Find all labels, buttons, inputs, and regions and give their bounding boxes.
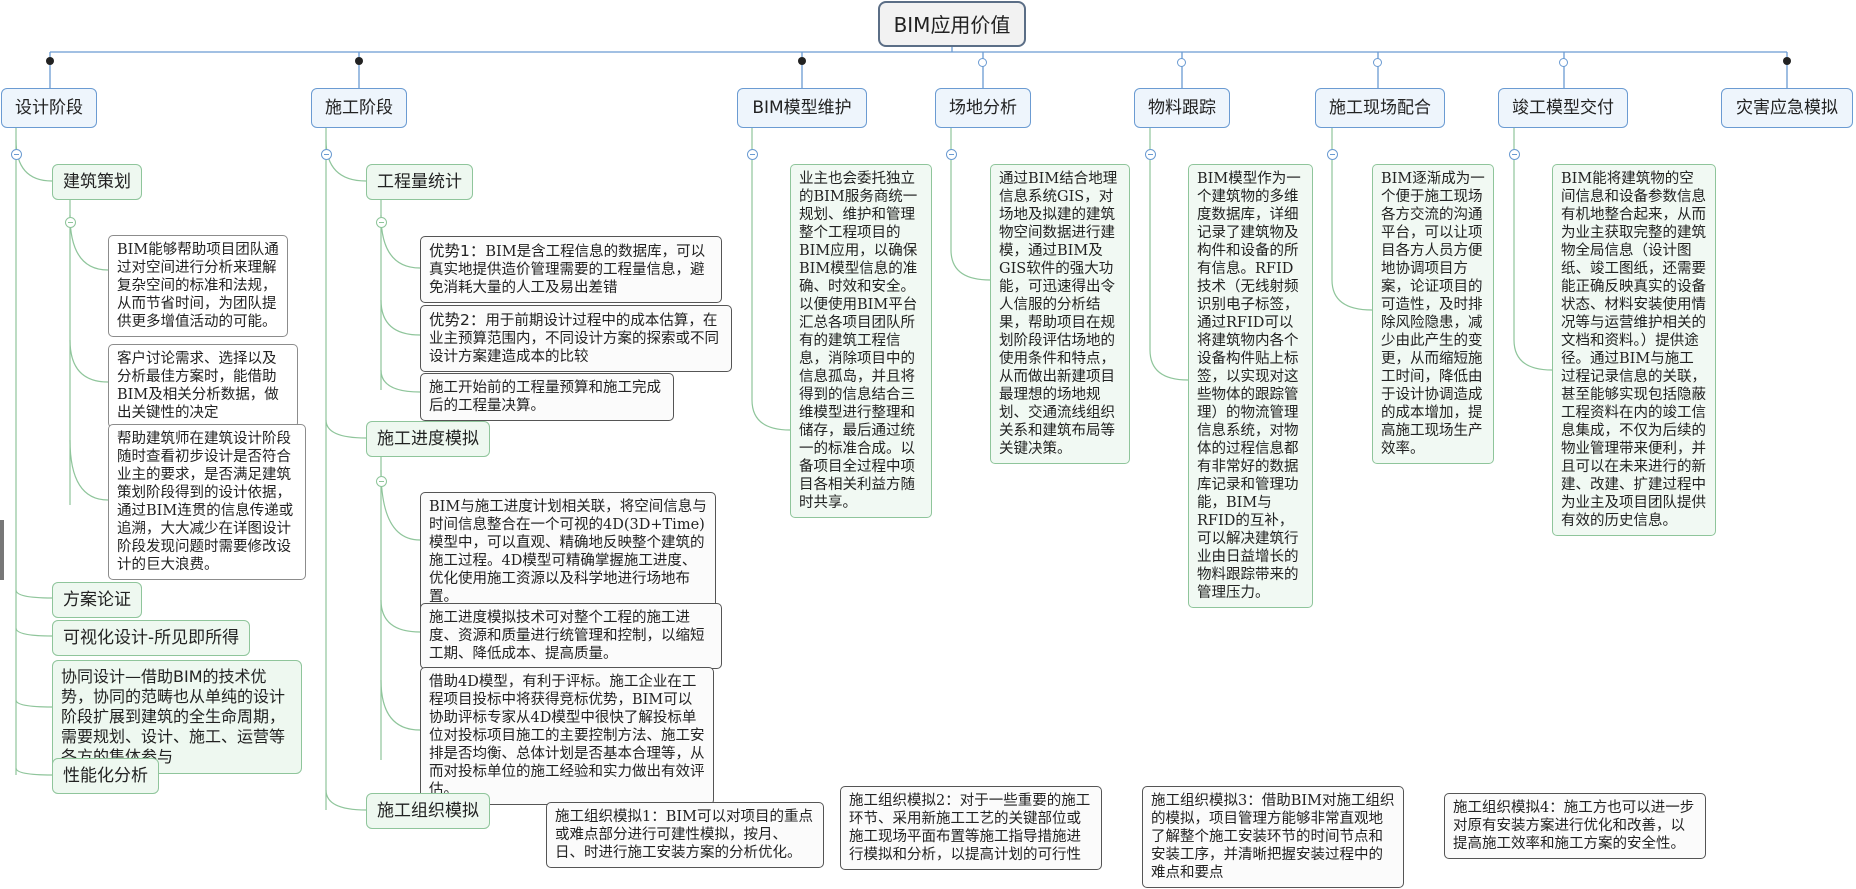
topic-organization[interactable]: 施工组织模拟 xyxy=(366,793,490,829)
schedule-note-2: 施工进度模拟技术可对整个工程的施工进度、资源和质量进行统管理和控制，以缩短工期、… xyxy=(420,603,722,669)
model-maintenance-note: 业主也会委托独立的BIM服务商统一规划、维护和管理整个工程项目的BIM应用，以确… xyxy=(790,164,932,518)
quantity-advantage-2: 优势2：用于前期设计过程中的成本估算，在业主预算范围内，不同设计方案的探索或不同… xyxy=(420,305,732,372)
junction-dot xyxy=(355,57,363,65)
collapse-toggle-icon[interactable] xyxy=(946,149,957,160)
site-analysis-note: 通过BIM结合地理信息系统GIS，对场地及拟建的建筑物空间数据进行建模，通过BI… xyxy=(990,164,1130,464)
material-tracking-note: BIM模型作为一个建筑物的多维度数据库，详细记录了建筑物及构件和设备的所有信息。… xyxy=(1188,164,1313,608)
collapse-ring-icon[interactable] xyxy=(1373,58,1382,67)
topic-collaborative-design[interactable]: 协同设计—借助BIM的技术优势，协同的范畴也从单纯的设计阶段扩展到建筑的全生命周… xyxy=(52,660,302,774)
collapse-toggle-icon[interactable] xyxy=(376,217,387,228)
junction-dot xyxy=(798,57,806,65)
side-panel-handle[interactable] xyxy=(0,520,4,580)
collapse-toggle-icon[interactable] xyxy=(1327,149,1338,160)
topic-scheme[interactable]: 方案论证 xyxy=(52,582,142,618)
quantity-note: 施工开始前的工程量预算和施工完成后的工程量决算。 xyxy=(420,373,674,421)
junction-dot xyxy=(1783,57,1791,65)
planning-note-2: 客户讨论需求、选择以及分析最佳方案时，能借助BIM及相关分析数据，做出关键性的决… xyxy=(108,344,298,428)
advantage-1-label: 优势1： xyxy=(429,242,486,260)
organization-note-2: 施工组织模拟2：对于一些重要的施工环节、采用新施工工艺的关键部位或施工现场平面布… xyxy=(840,786,1102,870)
branch-completion-delivery[interactable]: 竣工模型交付 xyxy=(1498,88,1628,128)
collapse-toggle-icon[interactable] xyxy=(11,149,22,160)
collapse-ring-icon[interactable] xyxy=(1559,58,1568,67)
junction-dot xyxy=(46,57,54,65)
branch-design[interactable]: 设计阶段 xyxy=(1,88,97,128)
collapse-toggle-icon[interactable] xyxy=(376,476,387,487)
schedule-note-1: BIM与施工进度计划相关联，将空间信息与时间信息整合在一个可视的4D(3D+Ti… xyxy=(420,492,716,612)
collapse-ring-icon[interactable] xyxy=(978,58,987,67)
topic-planning[interactable]: 建筑策划 xyxy=(52,164,142,200)
branch-model-maintenance[interactable]: BIM模型维护 xyxy=(737,88,867,128)
topic-visual-design[interactable]: 可视化设计-所见即所得 xyxy=(52,620,251,656)
planning-note-1: BIM能够帮助项目团队通过对空间进行分析来理解复杂空间的标准和法规，从而节省时间… xyxy=(108,235,288,337)
branch-material-tracking[interactable]: 物料跟踪 xyxy=(1134,88,1230,128)
branch-site-analysis[interactable]: 场地分析 xyxy=(935,88,1031,128)
collapse-toggle-icon[interactable] xyxy=(65,217,76,228)
branch-site-coordination[interactable]: 施工现场配合 xyxy=(1315,88,1445,128)
schedule-note-3: 借助4D模型，有利于评标。施工企业在工程项目投标中将获得竞标优势，BIM可以协助… xyxy=(420,667,714,805)
site-coordination-note: BIM逐渐成为一个便于施工现场各方交流的沟通平台，可以让项目各方人员方便地协调项… xyxy=(1372,164,1494,464)
collapse-ring-icon[interactable] xyxy=(1177,58,1186,67)
advantage-1-text: BIM是含工程信息的数据库，可以真实地提供造价管理需要的工程量信息，避免消耗大量… xyxy=(429,244,706,296)
collapse-toggle-icon[interactable] xyxy=(1145,149,1156,160)
topic-performance[interactable]: 性能化分析 xyxy=(52,758,159,794)
organization-note-3: 施工组织模拟3：借助BIM对施工组织的模拟，项目管理方能够非常直观地了解整个施工… xyxy=(1142,786,1404,888)
planning-note-3: 帮助建筑师在建筑设计阶段随时查看初步设计是否符合业主的要求，是否满足建筑策划阶段… xyxy=(108,424,306,580)
branch-disaster-simulation[interactable]: 灾害应急模拟 xyxy=(1721,88,1853,128)
branch-construction[interactable]: 施工阶段 xyxy=(311,88,407,128)
organization-note-1: 施工组织模拟1：BIM可以对项目的重点或难点部分进行可建性模拟，按月、日、时进行… xyxy=(546,802,824,868)
collapse-toggle-icon[interactable] xyxy=(321,149,332,160)
collapse-toggle-icon[interactable] xyxy=(747,149,758,160)
advantage-2-label: 优势2： xyxy=(429,311,486,329)
root-topic[interactable]: BIM应用价值 xyxy=(878,1,1026,47)
collapse-toggle-icon[interactable] xyxy=(1509,149,1520,160)
organization-note-4: 施工组织模拟4：施工方也可以进一步对原有安装方案进行优化和改善，以提高施工效率和… xyxy=(1444,793,1706,859)
topic-schedule[interactable]: 施工进度模拟 xyxy=(366,421,490,457)
completion-delivery-note: BIM能将建筑物的空间信息和设备参数信息有机地整合起来，从而为业主获取完整的建筑… xyxy=(1552,164,1716,536)
topic-quantity[interactable]: 工程量统计 xyxy=(366,164,473,200)
advantage-2-text: 用于前期设计过程中的成本估算，在业主预算范围内，不同设计方案的探索或不同设计方案… xyxy=(429,313,719,365)
quantity-advantage-1: 优势1：BIM是含工程信息的数据库，可以真实地提供造价管理需要的工程量信息，避免… xyxy=(420,236,722,303)
